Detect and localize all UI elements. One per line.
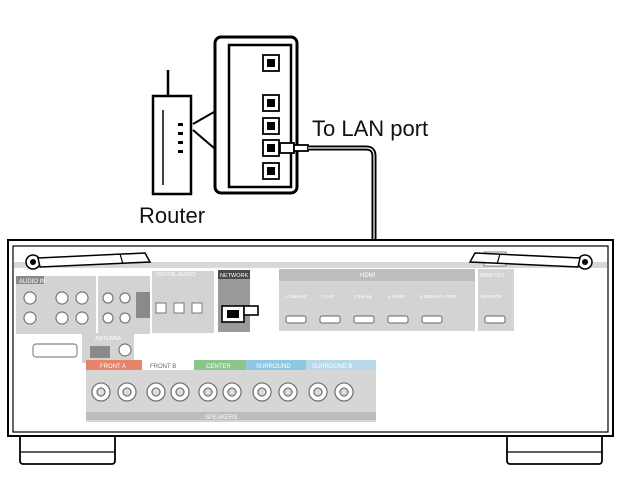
network-label: NETWORK bbox=[220, 273, 248, 279]
router-device bbox=[151, 70, 193, 196]
hdmi-input-4-label: 4 GAME bbox=[388, 294, 405, 299]
antenna-label: ANTENNA bbox=[95, 336, 122, 342]
center-label: CENTER bbox=[206, 364, 231, 370]
router-label: Router bbox=[139, 203, 206, 228]
front-b-label: FRONT B bbox=[150, 364, 176, 370]
monitor-label: MONITOR bbox=[481, 294, 503, 299]
hdmi-input-2-label: 2 DVD bbox=[321, 294, 335, 299]
router-body bbox=[151, 94, 193, 196]
front-a-band bbox=[86, 360, 142, 370]
router-zoom-panel bbox=[213, 35, 309, 195]
hdmi-input-3-label: 3 Blu-ray bbox=[354, 294, 373, 299]
receiver-foot-left bbox=[19, 433, 116, 465]
hdmi-input-5-label: 5 MEDIA PLAYER bbox=[420, 294, 457, 299]
front-a-label: FRONT A bbox=[100, 364, 126, 370]
surround-band bbox=[246, 360, 306, 370]
surround-label: SURROUND bbox=[256, 364, 291, 370]
speaker-posts bbox=[91, 382, 354, 402]
lan-port-label: To LAN port bbox=[312, 116, 429, 141]
center-band bbox=[194, 360, 246, 370]
antenna-left bbox=[25, 252, 152, 270]
cable-plug-router bbox=[279, 142, 309, 154]
lan-ports bbox=[262, 54, 280, 180]
hdmi-out-label: HDMI OUT bbox=[480, 273, 505, 279]
audio-in-label: AUDIO IN bbox=[19, 279, 46, 285]
router-leds bbox=[178, 123, 183, 153]
av-receiver: AUDIO IN DIGITAL AUDIO NETWORK HDMI bbox=[7, 239, 614, 465]
receiver-foot-right bbox=[506, 433, 603, 465]
speakers-label: SPEAKERS bbox=[205, 415, 237, 421]
hdmi-label: HDMI bbox=[360, 273, 376, 279]
surround-b-band bbox=[306, 360, 376, 370]
cable-plug-receiver bbox=[243, 305, 259, 316]
digital-audio-label: DIGITAL AUDIO bbox=[156, 272, 196, 278]
antenna-right bbox=[468, 252, 593, 270]
digital-audio-block bbox=[152, 271, 214, 333]
surround-b-label: SURROUND B bbox=[312, 364, 352, 370]
hdmi-input-1-label: 1 CBL/SAT bbox=[285, 294, 307, 299]
